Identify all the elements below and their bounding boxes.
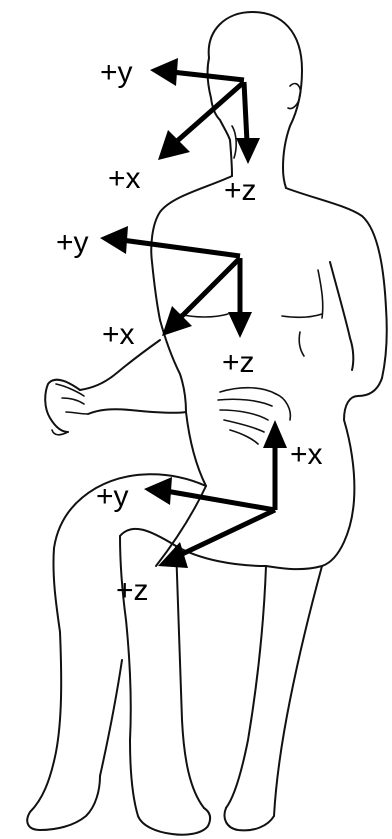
chest-frame: +y +x +z: [56, 226, 255, 379]
chest-x-axis-arrow: [162, 256, 242, 336]
head-z-axis-arrow: [236, 81, 260, 164]
thigh-y-axis-arrow: [144, 477, 276, 513]
chest-z-axis-arrow: [228, 258, 252, 338]
chest-y-axis-arrow: [100, 226, 241, 259]
head-x-axis-arrow: [158, 80, 246, 160]
chest-y-label: +y: [56, 226, 89, 259]
thigh-x-label: +x: [290, 438, 323, 471]
head-y-label: +y: [100, 56, 133, 89]
head-frame: +y +x +z: [100, 56, 260, 207]
head-z-label: +z: [224, 174, 257, 207]
thigh-y-label: +y: [96, 480, 129, 513]
seated-human-outline: [26, 11, 388, 836]
chest-x-label: +x: [102, 318, 135, 351]
thigh-x-axis-arrow: [263, 420, 287, 510]
head-x-label: +x: [108, 162, 141, 195]
thigh-frame: +x +y +z: [96, 420, 323, 607]
chest-z-label: +z: [222, 346, 255, 379]
head-y-axis-arrow: [150, 58, 245, 86]
thigh-z-label: +z: [116, 574, 149, 607]
thigh-z-axis-arrow: [158, 507, 277, 568]
